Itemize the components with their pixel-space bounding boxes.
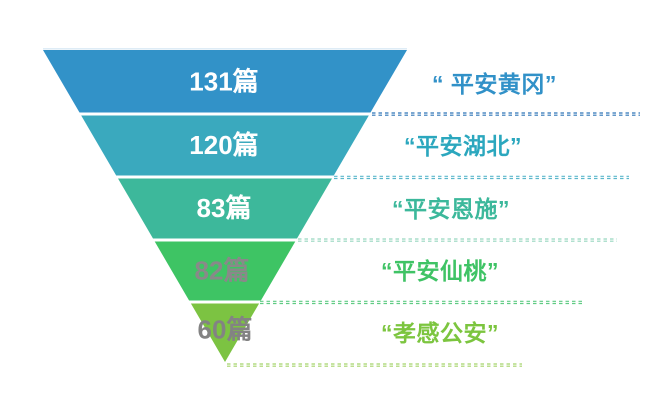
tier-2-value: 120篇 bbox=[189, 130, 258, 160]
tier-2-label: “平安湖北” bbox=[404, 133, 522, 159]
leader-line-5 bbox=[227, 363, 522, 367]
tier-1-value: 131篇 bbox=[189, 67, 258, 97]
tier-4-label: “平安仙桃” bbox=[381, 258, 499, 284]
tier-1-label: “ 平安黄冈” bbox=[432, 71, 557, 97]
tier-3-label: “平安恩施” bbox=[392, 196, 510, 222]
tier-5-value: 60篇 bbox=[198, 315, 253, 345]
funnel-tier-1 bbox=[43, 50, 407, 113]
tier-5-label: “孝感公安” bbox=[381, 320, 499, 346]
leader-line-4 bbox=[260, 300, 582, 305]
funnel-tier-2 bbox=[81, 115, 369, 176]
leader-line-1 bbox=[372, 112, 640, 116]
tier-4-value: 82篇 bbox=[195, 256, 250, 286]
tier-3-value: 83篇 bbox=[197, 193, 252, 223]
funnel-tier-4 bbox=[154, 241, 296, 301]
leader-line-3 bbox=[298, 238, 617, 242]
funnel-tier-5 bbox=[190, 303, 260, 362]
leader-line-2 bbox=[334, 175, 629, 180]
funnel-tier-3 bbox=[118, 178, 332, 239]
